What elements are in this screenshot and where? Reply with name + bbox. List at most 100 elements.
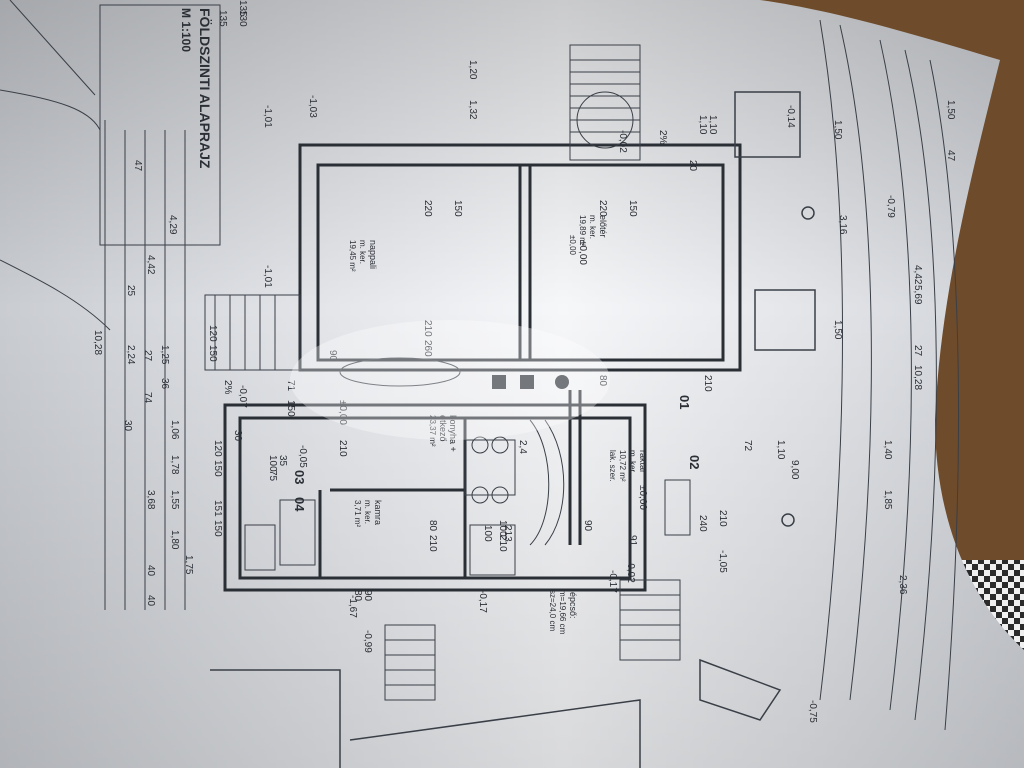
room-area-kamra: 3,71 m² — [353, 500, 362, 527]
level-11: -0,17 — [607, 570, 618, 593]
plan-scale: M 1:100 — [179, 8, 193, 52]
dim-left-22: 40 — [145, 595, 156, 607]
dim-door-5: 210 — [717, 510, 728, 527]
room-unit-raktar: m. ker. — [628, 450, 637, 474]
dim-right-21: 210 — [422, 320, 433, 337]
dim-left-23: 120 — [207, 325, 218, 342]
level-9: -0,02 — [617, 130, 628, 153]
level-7: -0,14 — [785, 105, 796, 128]
plan-title: FÖLDSZINTI ALAPRAJZ — [197, 8, 213, 169]
level-3: ±0,00 — [337, 400, 348, 425]
dim-left-21: 40 — [145, 565, 156, 577]
dim-right-31: 90 — [582, 520, 593, 532]
dim-right-22: 260 — [422, 340, 433, 357]
dimension-labels-right: 1,501,50473,164,425,69271,5010,281,401,8… — [267, 100, 956, 595]
room-spec2-lepcso: sz=24,0 cm — [548, 590, 557, 631]
dim-left-25: 71 — [285, 380, 296, 392]
dim-door-6: 100 — [497, 520, 508, 537]
dim-right-12: 2,36 — [897, 575, 908, 595]
room-code-01: 01 — [677, 395, 692, 409]
room-area-eloter: 19,89 m² — [578, 215, 587, 247]
room-code-02: 02 — [687, 455, 702, 469]
room-code-04: 04 — [292, 497, 307, 512]
dim-right-24: 100 — [482, 525, 493, 542]
dim-door-4: 240 — [697, 515, 708, 532]
dim-left-30: 150 — [212, 520, 223, 537]
dim-right-29: 210 — [427, 535, 438, 552]
dim-right-14: 72 — [742, 440, 753, 452]
kitchen-table — [244, 357, 691, 576]
level-0: -1,03 — [307, 95, 318, 118]
dim-left-3: 1,32 — [467, 100, 478, 120]
plan-title-group: FÖLDSZINTI ALAPRAJZ M 1:100 — [179, 8, 213, 169]
dim-right-27: 210 — [337, 440, 348, 457]
fixtures-dark — [492, 375, 569, 389]
dim-left-15: 1,06 — [169, 420, 180, 440]
dim-left-27: 120 — [212, 440, 223, 457]
dim-right-25: 213 — [502, 525, 513, 542]
dim-door-0: 90 — [327, 350, 338, 362]
dim-left-9: 2,24 — [125, 345, 136, 365]
room-unit-eloter: m. ker. — [588, 215, 597, 239]
room-name-lepcso: lépcső: — [568, 590, 578, 619]
right-dimension-lines — [819, 19, 960, 731]
level-4: -0,07 — [237, 385, 248, 408]
level-14: -0,99 — [362, 630, 373, 653]
room-name-eloter: előtér — [598, 215, 608, 238]
dim-right-11: 9,00 — [789, 460, 800, 480]
dim-left-11: 1,25 — [159, 345, 170, 365]
dim-left-10: 10,28 — [92, 330, 103, 355]
room-unit-kamra: m. ker. — [363, 500, 372, 524]
level-10: ±0,00 — [637, 485, 648, 510]
dim-misc-2: 135 — [237, 0, 248, 17]
dim-left-0: 130 — [237, 10, 248, 27]
dim-misc-0: 2% — [222, 380, 233, 395]
dim-right-0: 1,50 — [832, 120, 843, 140]
dim-left-24: 150 — [207, 345, 218, 362]
dim-misc-3: 35 — [277, 455, 288, 467]
level-13: -1,67 — [347, 595, 358, 618]
dim-left-12: 36 — [159, 378, 170, 390]
dim-right-16: 1,10 — [697, 115, 708, 135]
dim-door-3: 80 — [352, 590, 363, 602]
dim-left-2: 1,20 — [467, 60, 478, 80]
dim-right-32: 75 — [267, 470, 278, 482]
dim-left-6: 4,42 — [145, 255, 156, 275]
dim-misc-1: 2% — [657, 130, 668, 145]
dim-left-18: 3,68 — [145, 490, 156, 510]
level-5: ±0,00 — [577, 240, 588, 265]
room-name-raktar: raktár — [638, 450, 648, 473]
level-1: -1,01 — [262, 105, 273, 128]
stairs-bottom — [204, 294, 681, 701]
dim-left-19: 1,80 — [169, 530, 180, 550]
dim-left-14: 30 — [122, 420, 133, 432]
terrace-outline — [210, 91, 816, 768]
light-glare — [290, 320, 610, 440]
room-name-kamra: kamra — [373, 500, 383, 525]
dim-right-30: 91 — [627, 535, 638, 547]
room-name-konyha: konyha + — [448, 415, 458, 452]
dim-right-15: 20 — [687, 160, 698, 172]
dim-left-16: 1,78 — [169, 455, 180, 475]
dim-right-5: 5,69 — [912, 285, 923, 305]
dim-door-2: 90 — [362, 590, 373, 602]
dim-door-7: 210 — [497, 535, 508, 552]
room-extra-raktar: lak. szer. — [608, 450, 617, 482]
dim-left-29: 151 — [212, 500, 223, 517]
dim-misc-4: 2,4 — [517, 440, 528, 454]
dim-right-18: 150 — [452, 200, 463, 217]
room-code-03: 03 — [292, 470, 307, 484]
dim-left-7: 25 — [125, 285, 136, 297]
level-2: -1,01 — [262, 265, 273, 288]
room-spec1-lepcso: m=19,66 cm — [558, 590, 567, 635]
level-17: -1,05 — [717, 550, 728, 573]
dim-left-1: 135 — [217, 10, 228, 27]
dim-right-23: 210 — [702, 375, 713, 392]
dim-right-17: 220 — [422, 200, 433, 217]
dim-right-1: 1,50 — [945, 100, 956, 120]
dim-right-7: 1,50 — [832, 320, 843, 340]
dim-left-26: 150 — [285, 400, 296, 417]
